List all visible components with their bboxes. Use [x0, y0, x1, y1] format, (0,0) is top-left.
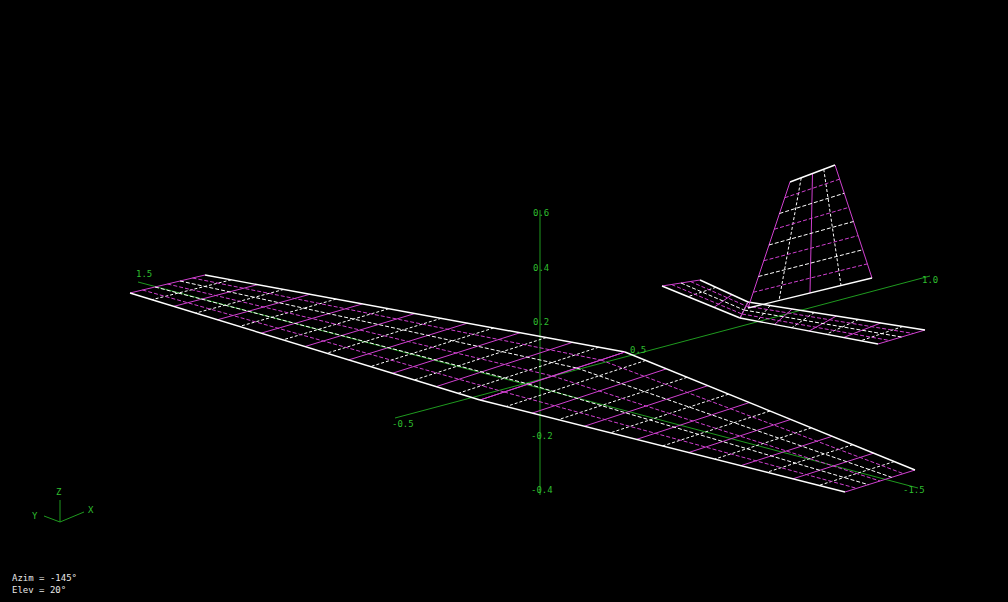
wire-line: [759, 250, 863, 277]
wire-line: [193, 278, 601, 360]
wire-line: [130, 293, 480, 400]
wire-line: [785, 179, 840, 198]
axis-tick: 0.6: [533, 209, 549, 218]
wire-line: [769, 222, 854, 246]
wire-line: [672, 285, 743, 315]
wire-line: [691, 282, 747, 307]
view-angle: Elev = 20°: [12, 586, 66, 595]
axis-tick: 1.0: [922, 276, 938, 285]
wire-line: [458, 347, 599, 393]
axes: [44, 210, 930, 522]
wire-line: [746, 306, 913, 334]
wire-line: [774, 207, 849, 229]
axis-tick: 0.4: [533, 264, 549, 273]
axis-tick: 0.2: [533, 318, 549, 327]
wire-line: [168, 284, 553, 376]
axis-tick: 1.5: [136, 270, 152, 279]
wire-line: [180, 281, 577, 368]
wire-line: [764, 236, 858, 261]
wire-line: [553, 376, 881, 481]
axis-tick: -0.2: [531, 432, 553, 441]
wire-line: [261, 304, 362, 333]
triad-axis: Z: [56, 488, 61, 497]
axis-tick: 0.5: [630, 346, 646, 355]
wire-line: [688, 287, 716, 296]
wire-line: [742, 314, 890, 341]
wire-line: [748, 278, 872, 308]
wire-line: [753, 264, 867, 292]
glider-wireframe: [130, 165, 925, 492]
axis-tick: -0.5: [392, 420, 414, 429]
wire-line: [700, 280, 748, 302]
wire-line: [715, 428, 812, 459]
wire-line: [681, 283, 744, 310]
view-angle: Azim = -145°: [12, 574, 77, 583]
wire-line: [824, 169, 841, 285]
wire-line: [528, 384, 868, 485]
wire-line: [780, 193, 845, 213]
axis-tick: -1.5: [903, 486, 925, 495]
wire-line: [740, 318, 878, 344]
triad-axis: X: [88, 506, 93, 515]
wire-line: [205, 275, 625, 352]
wire-line: [662, 286, 740, 318]
wire-line: [790, 165, 835, 182]
wire-line: [792, 313, 815, 328]
wire-line: [504, 392, 857, 488]
wire-line: [480, 400, 845, 492]
triad-axis: Y: [32, 512, 37, 521]
axis-tick: -0.4: [531, 486, 553, 495]
wire-line: [436, 342, 572, 386]
wire-line: [601, 360, 904, 474]
wire-line: [143, 290, 505, 392]
wire-line: [577, 368, 892, 477]
wire-line: [625, 352, 915, 470]
wire-line: [283, 309, 389, 340]
wire-line: [155, 287, 528, 384]
